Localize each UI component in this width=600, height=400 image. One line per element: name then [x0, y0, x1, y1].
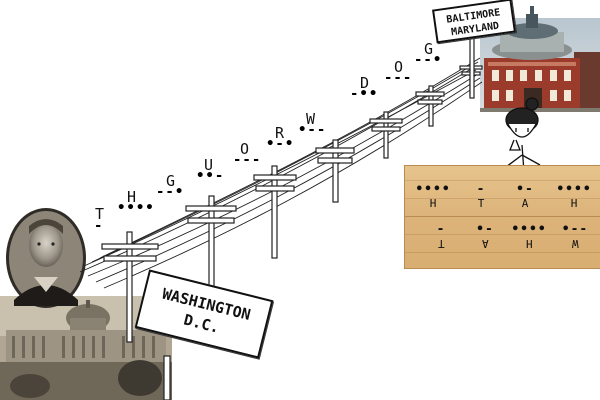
morse-letter: G: [166, 172, 176, 190]
board-code: •--: [561, 222, 589, 237]
board-letter: H: [429, 197, 437, 210]
morse-code: ---: [384, 70, 413, 86]
board-code: -: [476, 182, 486, 197]
board-code: ••••: [511, 222, 547, 237]
board-code: •-: [516, 182, 534, 197]
board-letter: A: [521, 197, 529, 210]
pole: [415, 85, 445, 127]
board-cell: •-- W: [553, 222, 597, 250]
morse-letter: D: [360, 74, 370, 92]
board-letter: H: [525, 237, 533, 250]
morse-code: --•: [156, 184, 185, 200]
morse-code: ••-: [196, 168, 225, 184]
board-letter: T: [477, 197, 485, 210]
board-code: ••••: [556, 182, 592, 197]
morse-code: -••: [350, 86, 379, 102]
telegraph-poles: [101, 61, 483, 343]
board-cell: •••• H: [507, 222, 551, 250]
board-code: ••••: [415, 182, 451, 197]
morse-letter: W: [306, 110, 316, 128]
pole: [315, 139, 355, 203]
morse-code: ---: [233, 152, 262, 168]
morse-letter: H: [127, 188, 137, 206]
board-code: •-: [476, 222, 494, 237]
morse-code: --•: [414, 52, 443, 68]
pole: [101, 231, 159, 343]
morse-letter: U: [204, 156, 214, 174]
morse-letter: G: [424, 40, 434, 58]
board-cell: •- A: [505, 182, 545, 210]
board-cell: •- A: [465, 222, 505, 250]
board-letter: A: [481, 237, 489, 250]
morse-code: ••••: [117, 200, 155, 216]
board-cell: •••• H: [411, 182, 455, 210]
morse-code: •--: [298, 122, 327, 138]
board-letter: W: [571, 237, 579, 250]
board-code: -: [436, 222, 446, 237]
board-cell: •••• H: [551, 182, 597, 210]
baltimore-building-photo: [480, 6, 600, 112]
morse-code: -: [94, 218, 104, 234]
pole: [369, 111, 403, 159]
morse-code: •-•: [266, 136, 295, 152]
board-cell: - T: [461, 182, 501, 210]
washington-sign-post: [163, 355, 171, 400]
baltimore-sign-post: [469, 37, 475, 99]
morse-letter: O: [240, 140, 250, 158]
board-cell: - T: [421, 222, 461, 250]
stick-figure: [505, 97, 541, 189]
morse-letter: R: [275, 124, 285, 142]
morse-tape-board: •••• H - T •- A •••• H - T •- A •••• H •…: [404, 165, 600, 269]
capitol-photo: [0, 296, 172, 400]
pole: [253, 165, 297, 259]
board-letter: T: [437, 237, 445, 250]
portrait-photo: [6, 208, 86, 308]
morse-letter: O: [394, 58, 404, 76]
morse-letter: T: [95, 205, 105, 223]
board-letter: H: [570, 197, 578, 210]
